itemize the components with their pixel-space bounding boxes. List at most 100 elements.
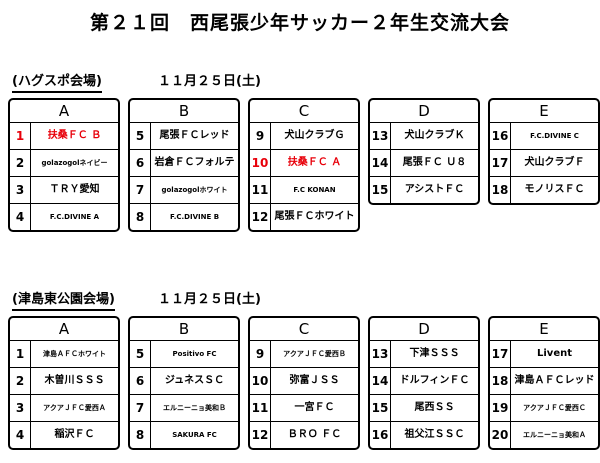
page-title: 第２１回 西尾張少年サッカー２年生交流大会: [89, 12, 510, 34]
team-name: ＴＲＹ愛知: [49, 184, 100, 195]
team-name: ジュネスＳＣ: [164, 375, 225, 386]
team-name: エルニーニョ美和Ｂ: [163, 404, 226, 412]
team-number: 9: [250, 123, 271, 149]
team-name: F.C KONAN: [293, 186, 336, 194]
team-number: 11: [250, 177, 271, 203]
team-name: 津島ＡＦＣホワイト: [43, 350, 106, 358]
team-name: 岩倉ＦＣフォルテ: [154, 157, 235, 168]
team-name: 尾張ＦＣ Ｕ８: [402, 157, 467, 168]
team-name: 扶桑ＦＣ Ｂ: [47, 130, 102, 141]
group-label: E: [490, 100, 598, 123]
venue-date-tsushima: １１月２５日(土): [158, 292, 261, 307]
venue-name-tsushima: (津島東公園会場): [12, 292, 115, 311]
team-row: 10 扶桑ＦＣ Ａ: [250, 150, 358, 177]
team-row: 15 アシストＦＣ: [370, 177, 478, 203]
team-number: 16: [490, 123, 511, 149]
team-name: ＢＲＯ ＦＣ: [287, 429, 342, 440]
team-row: 13 下津ＳＳＳ: [370, 341, 478, 368]
team-row: 1 扶桑ＦＣ Ｂ: [10, 123, 118, 150]
team-row: 7 golazogolホワイト: [130, 177, 238, 204]
team-number: 1: [10, 123, 31, 149]
team-name: 犬山クラブＫ: [404, 130, 465, 141]
team-row: 4 稲沢ＦＣ: [10, 422, 118, 448]
team-row: 3 アクアＪＦＣ愛西Ａ: [10, 395, 118, 422]
team-number: 8: [130, 204, 151, 230]
team-name: アシストＦＣ: [404, 184, 465, 195]
team-number: 2: [10, 368, 31, 394]
team-name: アクアＪＦＣ愛西Ａ: [43, 404, 106, 412]
team-row: 17 Livent: [490, 341, 598, 368]
team-number: 1: [10, 341, 31, 367]
team-number: 12: [250, 422, 271, 448]
team-row: 13 犬山クラブＫ: [370, 123, 478, 150]
team-row: 1 津島ＡＦＣホワイト: [10, 341, 118, 368]
team-name: モノリスＦＣ: [524, 184, 585, 195]
team-number: 5: [130, 123, 151, 149]
team-name: アクアＪＦＣ愛西Ｂ: [283, 350, 346, 358]
team-number: 17: [490, 150, 511, 176]
team-name: Livent: [537, 348, 572, 359]
team-row: 5 尾張ＦＣレッド: [130, 123, 238, 150]
team-number: 7: [130, 395, 151, 421]
team-name: golazogolネイビー: [41, 159, 108, 167]
team-row: 2 木曽川ＳＳＳ: [10, 368, 118, 395]
group-label: B: [130, 100, 238, 123]
team-number: 15: [370, 177, 391, 203]
team-number: 3: [10, 395, 31, 421]
team-number: 7: [130, 177, 151, 203]
venue-date-hagusupo: １１月２５日(土): [158, 74, 261, 89]
team-number: 20: [490, 422, 511, 448]
team-row: 7 エルニーニョ美和Ｂ: [130, 395, 238, 422]
team-number: 8: [130, 422, 151, 448]
team-number: 10: [250, 150, 271, 176]
team-row: 8 F.C.DIVINE B: [130, 204, 238, 230]
team-name: 下津ＳＳＳ: [409, 348, 460, 359]
team-name: golazogolホワイト: [161, 186, 228, 194]
team-row: 16 祖父江ＳＳＣ: [370, 422, 478, 448]
team-number: 12: [250, 204, 271, 230]
team-name: 稲沢ＦＣ: [54, 429, 95, 440]
team-name: Positivo FC: [172, 350, 217, 358]
team-name: 弥富ＪＳＳ: [289, 375, 340, 386]
team-name: 尾張ＦＣレッド: [159, 130, 230, 141]
team-row: 8 SAKURA FC: [130, 422, 238, 448]
team-number: 13: [370, 341, 391, 367]
team-name: 扶桑ＦＣ Ａ: [287, 157, 342, 168]
team-name: F.C.DIVINE A: [49, 213, 100, 221]
team-number: 10: [250, 368, 271, 394]
team-name: 祖父江ＳＳＣ: [404, 429, 465, 440]
group-label: C: [250, 100, 358, 123]
team-name: SAKURA FC: [172, 431, 217, 439]
team-name: 木曽川ＳＳＳ: [44, 375, 105, 386]
team-name: 尾西ＳＳ: [414, 402, 455, 413]
group-label: A: [10, 100, 118, 123]
team-name: F.C.DIVINE B: [169, 213, 220, 221]
group-label: E: [490, 318, 598, 341]
team-number: 16: [370, 422, 391, 448]
team-number: 6: [130, 150, 151, 176]
team-number: 13: [370, 123, 391, 149]
team-number: 18: [490, 368, 511, 394]
group-label: A: [10, 318, 118, 341]
group-label: D: [370, 318, 478, 341]
team-number: 17: [490, 341, 511, 367]
team-number: 5: [130, 341, 151, 367]
team-number: 4: [10, 422, 31, 448]
